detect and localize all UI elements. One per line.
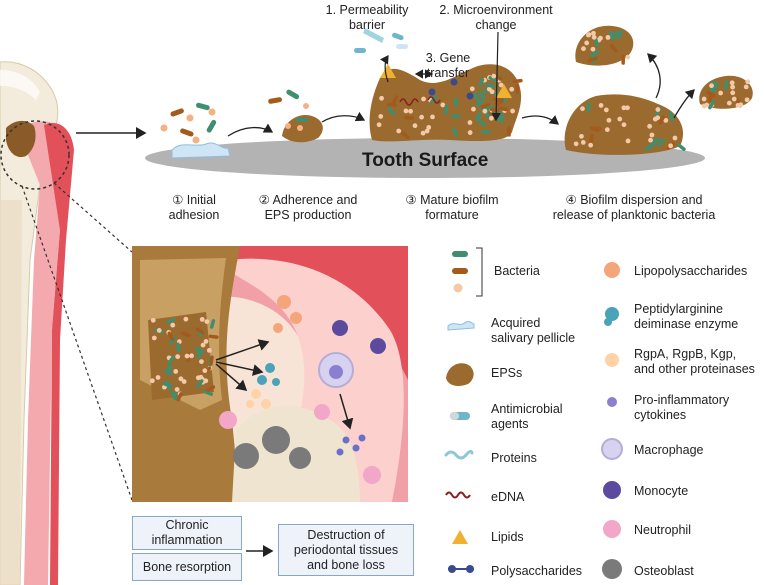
bacteria-icon: [453, 283, 463, 293]
polysaccharide-icon: [466, 565, 474, 573]
protein-icon: [444, 449, 474, 460]
lipopolysaccharide-icon: [604, 262, 620, 278]
stage-4-dispersion: [564, 25, 753, 155]
bacteria-icon: [452, 251, 468, 257]
zoom-circle: [0, 120, 70, 190]
legend-proteinase-label: RgpA, RgpB, Kgp, and other proteinases: [634, 347, 755, 376]
pellicle-icon: [447, 320, 475, 331]
legend-edna-label: eDNA: [491, 490, 525, 504]
label-permeability-barrier: 1. Permeability barrier: [325, 3, 409, 32]
legend-antimicrobial-label: Antimicrobial agents: [491, 402, 563, 431]
tooth-surface-label: Tooth Surface: [362, 150, 489, 171]
legend-pad-label: Peptidylarginine deiminase enzyme: [634, 302, 739, 331]
bone-resorption-box: Bone resorption: [132, 553, 242, 581]
cytokine-icon: [607, 397, 617, 407]
label-microenvironment-change: 2. Microenvironment change: [439, 3, 553, 32]
label-gene-transfer: 3. Gene transfer: [425, 51, 471, 80]
proteinase-icon: [605, 353, 619, 367]
legend-lps-label: Lipopolysaccharides: [634, 264, 748, 278]
legend-macrophage-label: Macrophage: [634, 443, 704, 457]
legend-bacteria-label: Bacteria: [494, 264, 540, 278]
legend-lipid-label: Lipids: [491, 530, 524, 544]
chronic-inflammation-box: Chronic inflammation: [132, 516, 242, 550]
neutrophil-icon: [603, 520, 621, 538]
destruction-box: Destruction of periodontal tissues and b…: [278, 524, 414, 576]
eps-icon: [446, 363, 474, 386]
edna-icon: [445, 491, 471, 499]
legend-cytokine-label: Pro-inflammatory cytokines: [634, 393, 730, 422]
polysaccharide-icon: [448, 565, 456, 573]
osteoblast-icon: [602, 559, 622, 579]
legend-polysaccharide-label: Polysaccharides: [491, 564, 583, 578]
stage-2-label: ② Adherence and EPS production: [258, 193, 358, 222]
stage-4-label: ④ Biofilm dispersion and release of plan…: [552, 193, 716, 222]
stage-1-label: ① Initial adhesion: [168, 193, 220, 222]
tooth-surface: [145, 138, 705, 178]
stage-1-illustration: [160, 102, 231, 159]
monocyte-icon: [603, 481, 621, 499]
legend-neutrophil-label: Neutrophil: [634, 523, 691, 537]
macrophage-icon: [601, 438, 623, 460]
stage-2-illustration: [268, 89, 323, 143]
stage-3-biofilm: [369, 64, 523, 142]
stage-3-label: ③ Mature biofilm formature: [405, 193, 499, 222]
lipid-icon: [452, 530, 468, 544]
bacteria-icon: [452, 268, 468, 274]
pad-enzyme-icon: [605, 307, 619, 321]
legend-pellicle-label: Acquired salivary pellicle: [491, 316, 576, 345]
legend-monocyte-label: Monocyte: [634, 484, 689, 498]
tooth-illustration: [0, 61, 74, 585]
legend-protein-label: Proteins: [491, 451, 537, 465]
legend-osteoblast-label: Osteoblast: [634, 564, 694, 578]
gum-panel: [132, 246, 408, 502]
legend-eps-label: EPSs: [491, 366, 523, 380]
